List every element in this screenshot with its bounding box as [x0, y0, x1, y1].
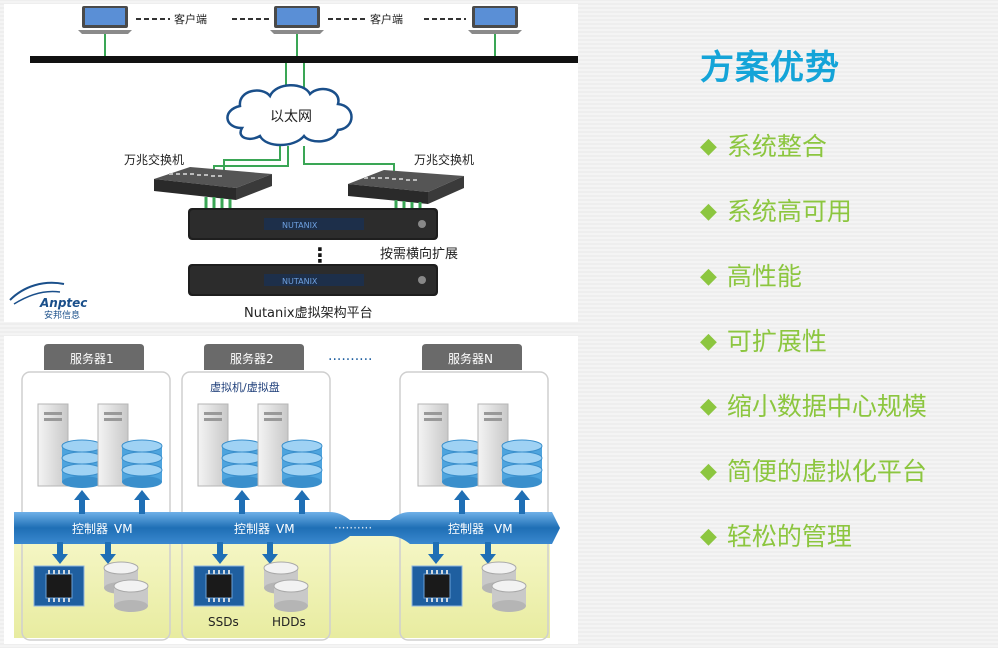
ethernet-cloud: 以太网 [226, 84, 353, 147]
switch-label: 万兆交换机 [414, 152, 474, 167]
hdd-stack-icon [481, 561, 527, 612]
server-tab: 服务器N [422, 344, 522, 370]
diamond-bullet-icon: ◆ [700, 329, 717, 354]
nutanix-logo: NUTANIX [282, 277, 318, 286]
database-icon [221, 439, 263, 488]
advantage-text: 系统整合 [726, 132, 827, 161]
nutanix-node: NUTANIX [188, 264, 438, 296]
vm-vdisk-label: 虚拟机/虚拟盘 [210, 380, 280, 394]
database-icon [61, 439, 103, 488]
ssd-chip-icon [193, 565, 245, 607]
laptop-icon [78, 6, 132, 34]
diamond-bullet-icon: ◆ [700, 394, 717, 419]
down-arrow-icon [428, 542, 444, 564]
ethernet-label: 以太网 [270, 109, 312, 125]
ssd-chip-icon [33, 565, 85, 607]
down-arrow-icon [262, 542, 278, 564]
server-tab: 服务器2 [204, 344, 304, 370]
server-name: 服务器1 [70, 351, 114, 366]
company-logo-text: Anptec [39, 296, 87, 310]
diamond-bullet-icon: ◆ [700, 264, 717, 289]
diamond-bullet-icon: ◆ [700, 524, 717, 549]
advantage-item: ◆ 系统高可用 [700, 196, 990, 261]
up-arrow-icon [74, 490, 90, 514]
switch-icon [154, 167, 272, 200]
vm-label: VM [114, 522, 133, 536]
hdd-stack-icon [263, 561, 309, 612]
up-arrow-icon [134, 490, 150, 514]
scale-ellipsis: ⋮ [310, 243, 330, 267]
advantage-item: ◆ 可扩展性 [700, 326, 990, 391]
laptop-icon [468, 6, 522, 34]
vm-label: VM [494, 522, 513, 536]
server-name: 服务器2 [230, 351, 274, 366]
down-arrow-icon [100, 542, 116, 564]
diamond-bullet-icon: ◆ [700, 134, 717, 159]
database-icon [281, 439, 323, 488]
company-name: 安邦信息 [44, 309, 80, 321]
nutanix-node: NUTANIX [188, 208, 438, 240]
cluster-architecture-svg: 服务器1 服务器2 服务器N ·········· 虚拟机/虚拟盘 ······… [14, 344, 560, 641]
advantage-item: ◆ 简便的虚拟化平台 [700, 456, 990, 521]
advantage-item: ◆ 缩小数据中心规模 [700, 391, 990, 456]
controller-label: 控制器 [234, 522, 270, 536]
cluster-architecture-diagram: 服务器1 服务器2 服务器N ·········· 虚拟机/虚拟盘 ······… [4, 336, 578, 644]
advantages-section: 方案优势 ◆ 系统整合 ◆ 系统高可用 ◆ 高性能 ◆ 可扩展性 ◆ 缩小数据中心规模 ◆ 简便的虚拟… [700, 40, 990, 586]
advantages-title: 方案优势 [700, 48, 840, 88]
platform-label: Nutanix虚拟架构平台 [244, 306, 373, 321]
switch-label: 万兆交换机 [124, 152, 184, 167]
switch-icon [348, 170, 464, 204]
ssd-chip-icon [411, 565, 463, 607]
band-dots: ·········· [334, 521, 372, 535]
client-label: 客户端 [370, 12, 403, 26]
controller-label: 控制器 [448, 522, 484, 536]
advantage-item: ◆ 轻松的管理 [700, 521, 990, 586]
laptop-icon [270, 6, 324, 34]
down-arrow-icon [52, 542, 68, 564]
server-name: 服务器N [448, 351, 493, 366]
database-icon [501, 439, 543, 488]
more-servers-dots: ·········· [328, 352, 373, 368]
database-icon [441, 439, 483, 488]
advantage-text: 轻松的管理 [726, 522, 852, 551]
advantage-text: 高性能 [726, 262, 802, 291]
controller-label: 控制器 [72, 522, 108, 536]
hdd-label: HDDs [272, 615, 306, 629]
advantage-text: 简便的虚拟化平台 [726, 457, 927, 486]
up-arrow-icon [454, 490, 470, 514]
down-arrow-icon [212, 542, 228, 564]
network-topology-diagram: 客户端 客户端 以太网 [4, 4, 578, 322]
down-arrow-icon [480, 542, 496, 564]
nutanix-logo: NUTANIX [282, 221, 318, 230]
controller-band [14, 512, 560, 544]
hdd-stack-icon [103, 561, 149, 612]
advantages-list: ◆ 系统整合 ◆ 系统高可用 ◆ 高性能 ◆ 可扩展性 ◆ 缩小数据中心规模 ◆ 简便的虚拟化平台 ◆ 轻… [700, 131, 990, 586]
server-frame [21, 371, 171, 641]
up-arrow-icon [234, 490, 250, 514]
advantage-text: 可扩展性 [726, 327, 827, 356]
advantage-text: 系统高可用 [726, 197, 852, 226]
advantage-item: ◆ 高性能 [700, 261, 990, 326]
network-backbone [30, 56, 578, 63]
anptec-logo: Anptec 安邦信息 [9, 281, 87, 321]
ssd-label: SSDs [208, 615, 239, 629]
network-topology-svg: 客户端 客户端 以太网 [9, 6, 578, 321]
up-arrow-icon [294, 490, 310, 514]
database-icon [121, 439, 163, 488]
advantage-item: ◆ 系统整合 [700, 131, 990, 196]
vm-label: VM [276, 522, 295, 536]
client-label: 客户端 [174, 12, 207, 26]
server-frame [181, 371, 331, 641]
server-tab: 服务器1 [44, 344, 144, 370]
scale-out-label: 按需横向扩展 [380, 246, 458, 262]
diamond-bullet-icon: ◆ [700, 459, 717, 484]
server-frame [399, 371, 549, 641]
up-arrow-icon [514, 490, 530, 514]
advantage-text: 缩小数据中心规模 [726, 392, 927, 421]
diamond-bullet-icon: ◆ [700, 199, 717, 224]
